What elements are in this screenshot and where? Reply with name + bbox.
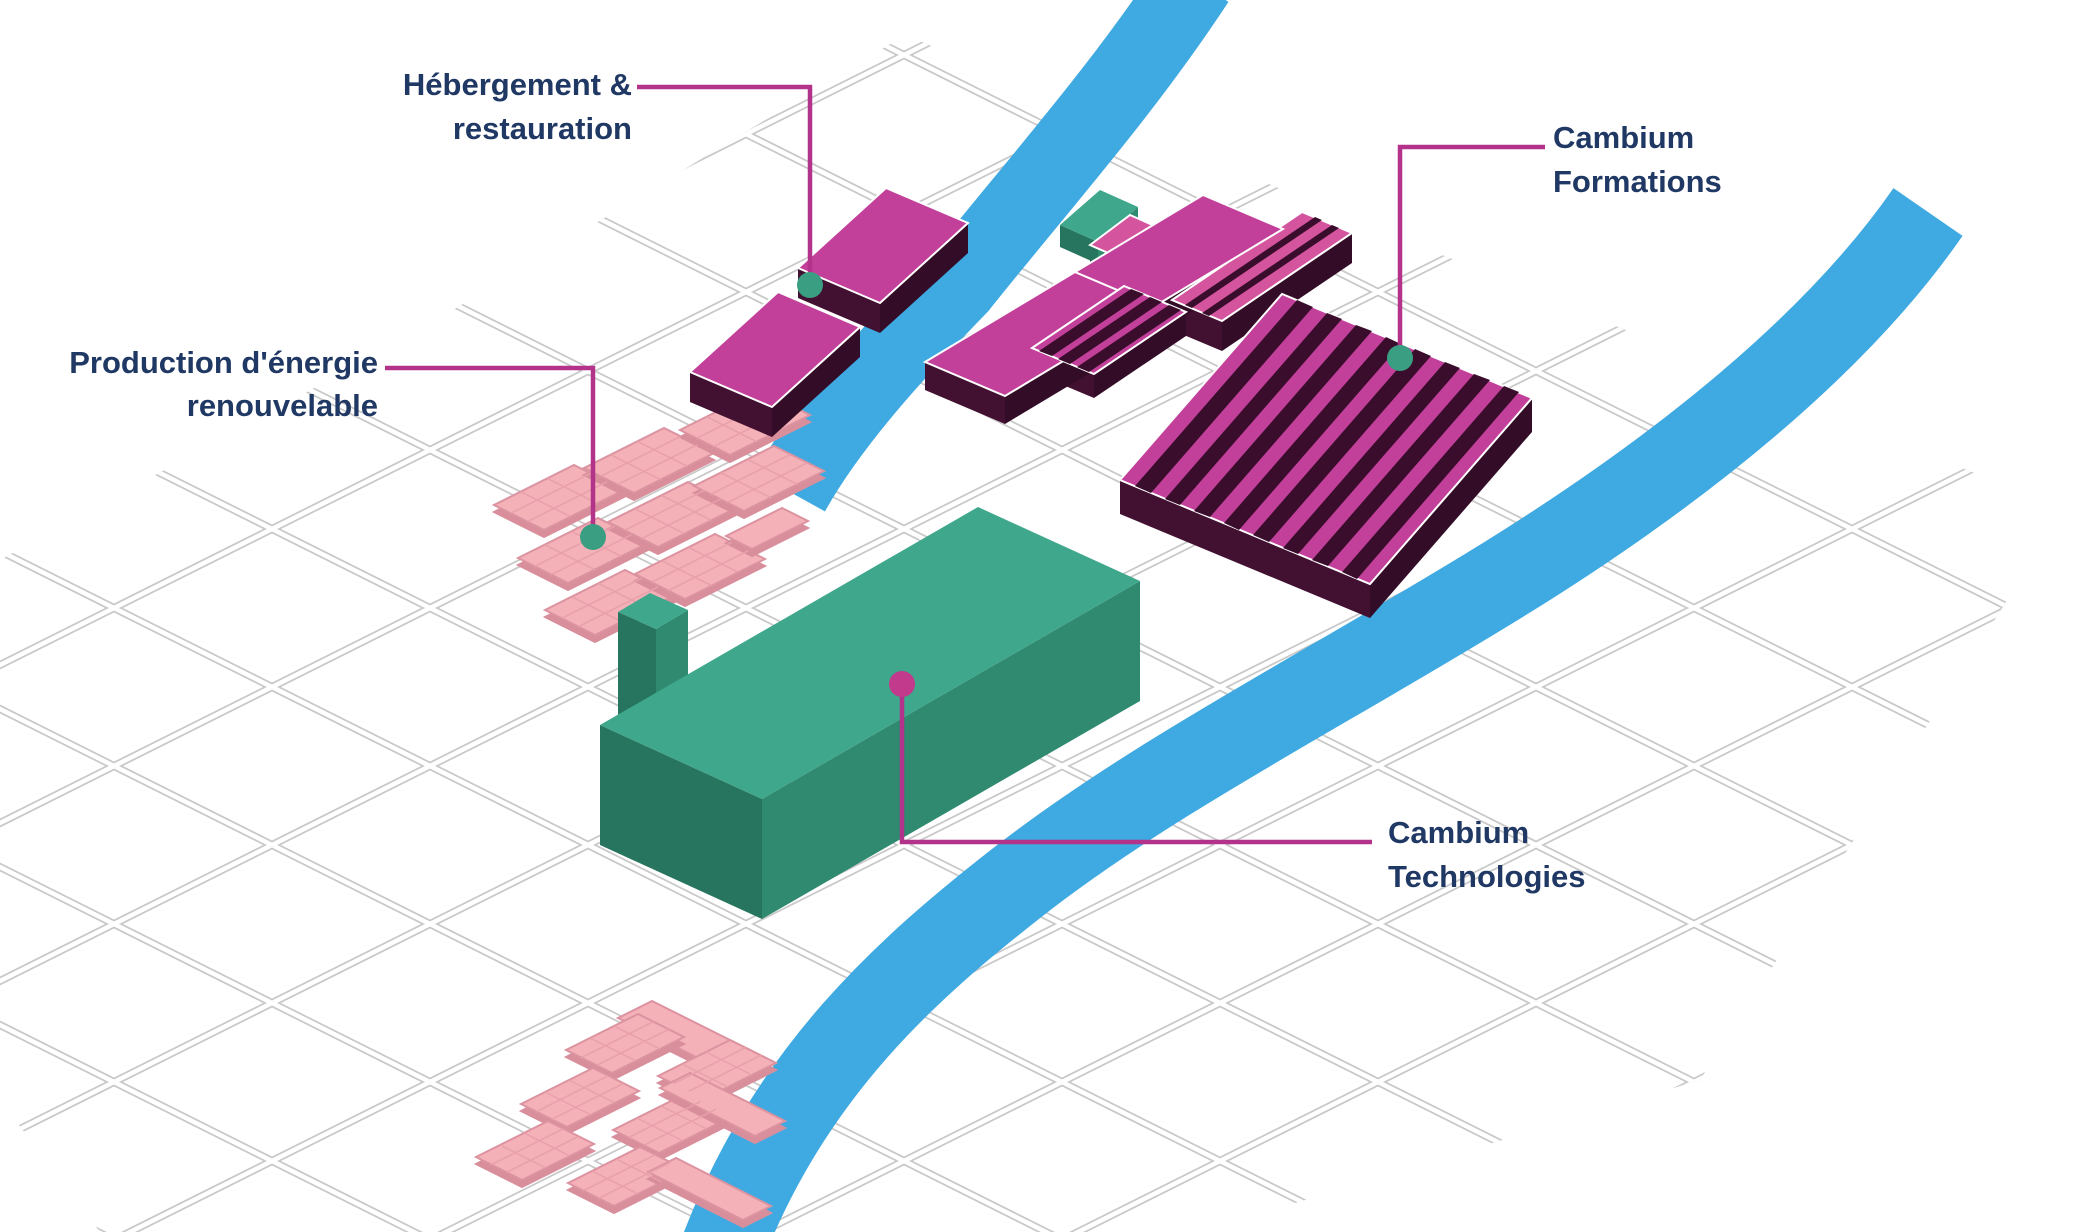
- solar-panel-strip: [657, 1071, 788, 1138]
- marker-dot-technologies: [889, 671, 915, 697]
- building-hebergement-b1-side: [925, 362, 1005, 424]
- sawtooth-roof-stripes: [1039, 217, 1519, 579]
- factory-stripe: [1342, 386, 1519, 579]
- building-hebergement-a1-roof: [796, 186, 970, 305]
- building-hebergement-a2-end: [772, 327, 860, 437]
- label-hebergement: Hébergement &restauration: [403, 67, 632, 146]
- leader-technologies: [899, 684, 1372, 845]
- factory-stripe: [1194, 325, 1372, 517]
- factory-stripe: [1135, 300, 1313, 493]
- rivers: [683, 0, 1963, 1232]
- leader-energie: [385, 365, 596, 537]
- solar-panel-gridlines: [490, 1021, 762, 1199]
- ridge-hall-stripe: [1185, 217, 1322, 308]
- factory-stripe: [1283, 362, 1460, 554]
- solar-panel-array-upper: [491, 388, 827, 637]
- teal-main-building-roof: [600, 507, 1140, 799]
- building-sawtooth-small-end: [1094, 312, 1186, 398]
- factory-stripe: [1312, 374, 1490, 566]
- marker-dots: [580, 272, 1413, 697]
- teal-tower-top: [618, 593, 688, 629]
- solar-panel-strip: [645, 1156, 774, 1222]
- magenta-tops: [688, 186, 1534, 586]
- solar-panel-array-lower: [473, 999, 788, 1222]
- small-sawtooth-stripe: [1039, 289, 1144, 356]
- building-hebergement-a1-end: [880, 223, 968, 333]
- river-north: [755, 0, 1229, 512]
- ridge-hall-stripe: [1202, 225, 1339, 316]
- building-hebergement-a2-side: [690, 372, 772, 437]
- solar-panel-strip: [723, 506, 811, 551]
- leader-hebergement: [637, 84, 813, 285]
- teal-main-building-side-long: [762, 581, 1140, 919]
- teal-building-tops: [600, 190, 1140, 799]
- marker-dot-hebergement: [797, 272, 823, 298]
- leader-formations: [1397, 144, 1545, 358]
- teal-wedge-top: [1060, 190, 1138, 242]
- building-factory-end: [1370, 398, 1532, 618]
- small-sawtooth-stripe: [1058, 297, 1162, 364]
- small-sawtooth-stripe: [1077, 305, 1181, 372]
- solar-panel: [518, 1066, 642, 1129]
- building-ridge-hall-end: [1222, 233, 1352, 351]
- factory-stripe: [1165, 313, 1342, 505]
- marker-dot-formations: [1387, 345, 1413, 371]
- solar-panel-gridlines: [510, 397, 808, 628]
- factory-stripe: [1253, 349, 1431, 542]
- teal-main-building-side-west: [600, 725, 762, 919]
- river-main: [683, 187, 1963, 1232]
- factory-stripe: [1224, 337, 1401, 530]
- leader-lines: [385, 84, 1545, 845]
- building-hebergement-a2-roof: [688, 290, 862, 409]
- marker-dot-energie: [580, 524, 606, 550]
- teal-wedge-side: [1060, 225, 1098, 264]
- building-factory-side: [1120, 480, 1370, 618]
